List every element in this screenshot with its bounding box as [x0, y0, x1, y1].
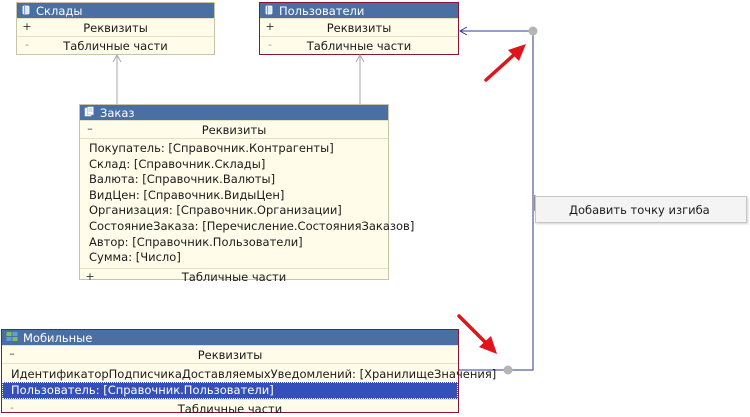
section-label: Табличные части [63, 38, 168, 53]
node-title: Склады [36, 3, 83, 18]
section-rekvizity[interactable]: + Реквизиты [260, 18, 458, 36]
red-arrow-icon [484, 44, 526, 82]
node-title: Мобильные [23, 330, 93, 345]
arrowhead-icon [355, 53, 365, 63]
section-label: Реквизиты [83, 20, 148, 35]
attribute-row[interactable]: ИдентификаторПодписчикаДоставляемыхУведо… [11, 367, 497, 381]
attribute-row[interactable]: ВидЦен: [Справочник.ВидыЦен] [89, 187, 285, 202]
node-sklady[interactable]: Склады + Реквизиты - Табличные части [16, 2, 215, 55]
section-label: Реквизиты [197, 347, 263, 362]
catalog-icon [264, 4, 274, 18]
section-tablichnye-chasti[interactable]: - Табличные части [2, 399, 458, 417]
section-label: Табличные части [177, 401, 283, 416]
section-rekvizity[interactable]: – Реквизиты [2, 345, 458, 363]
bend-point-handle[interactable] [503, 365, 513, 375]
node-header[interactable]: Пользователи [260, 3, 458, 18]
section-rekvizity[interactable]: + Реквизиты [17, 18, 214, 36]
arrowhead-icon [112, 53, 122, 63]
info-register-icon [6, 331, 18, 345]
section-label: Реквизиты [326, 20, 392, 35]
section-tablichnye-chasti[interactable]: - Табличные части [260, 36, 458, 54]
section-tablichnye-chasti[interactable]: - Табличные части [17, 36, 214, 54]
attribute-row-selected[interactable]: Пользователь: [Справочник.Пользователи] [2, 382, 458, 399]
document-icon [84, 106, 95, 120]
node-polzovateli[interactable]: Пользователи + Реквизиты - Табличные час… [259, 2, 459, 55]
collapse-toggle[interactable]: - [25, 38, 29, 51]
section-label: Реквизиты [201, 122, 267, 137]
node-header[interactable]: Склады [17, 3, 214, 18]
attribute-list: Покупатель: [Справочник.Контрагенты] Скл… [80, 138, 415, 268]
context-menu-item-add-bend-point[interactable]: Добавить точку изгиба [569, 202, 710, 217]
attribute-row[interactable]: Склад: [Справочник.Склады] [89, 156, 266, 171]
expand-toggle[interactable]: + [85, 269, 95, 283]
expand-toggle[interactable]: + [265, 20, 275, 33]
arrowhead-icon [458, 26, 468, 36]
section-rekvizity[interactable]: – Реквизиты [80, 120, 388, 138]
collapse-toggle[interactable]: - [268, 38, 272, 51]
node-header[interactable]: Мобильные [2, 330, 458, 345]
collapse-toggle[interactable]: – [87, 122, 93, 135]
section-label: Табличные части [181, 270, 287, 285]
section-label: Табличные части [306, 38, 412, 53]
node-title: Заказ [100, 105, 135, 120]
node-mobilnye[interactable]: Мобильные – Реквизиты ИдентификаторПодпи… [1, 329, 497, 416]
node-title: Пользователи [279, 3, 365, 18]
expand-toggle[interactable]: + [22, 20, 32, 33]
attribute-row[interactable]: Валюта: [Справочник.Валюты] [89, 172, 276, 187]
context-menu[interactable]: Добавить точку изгиба [535, 196, 747, 223]
attribute-list: ИдентификаторПодписчикаДоставляемыхУведо… [2, 363, 497, 399]
attribute-row[interactable]: Сумма: [Число] [89, 250, 181, 265]
section-tablichnye-chasti[interactable]: + Табличные части [80, 267, 388, 286]
attribute-row[interactable]: СостояниеЗаказа: [Перечисление.Состояния… [89, 218, 415, 233]
bend-point-handle[interactable] [528, 26, 538, 36]
collapse-toggle[interactable]: - [10, 401, 14, 414]
node-header[interactable]: Заказ [80, 105, 388, 120]
catalog-icon [21, 4, 31, 18]
connector-mobilnye-polzovateli[interactable] [459, 30, 534, 371]
attribute-row[interactable]: Организация: [Справочник.Организации] [89, 203, 342, 218]
red-arrow-icon [457, 314, 497, 354]
attribute-row[interactable]: Покупатель: [Справочник.Контрагенты] [89, 141, 334, 155]
attribute-row[interactable]: Автор: [Справочник.Пользователи] [89, 234, 303, 249]
node-zakaz[interactable]: Заказ – Реквизиты Покупатель: [Справочни… [79, 104, 415, 284]
collapse-toggle[interactable]: – [9, 347, 15, 360]
